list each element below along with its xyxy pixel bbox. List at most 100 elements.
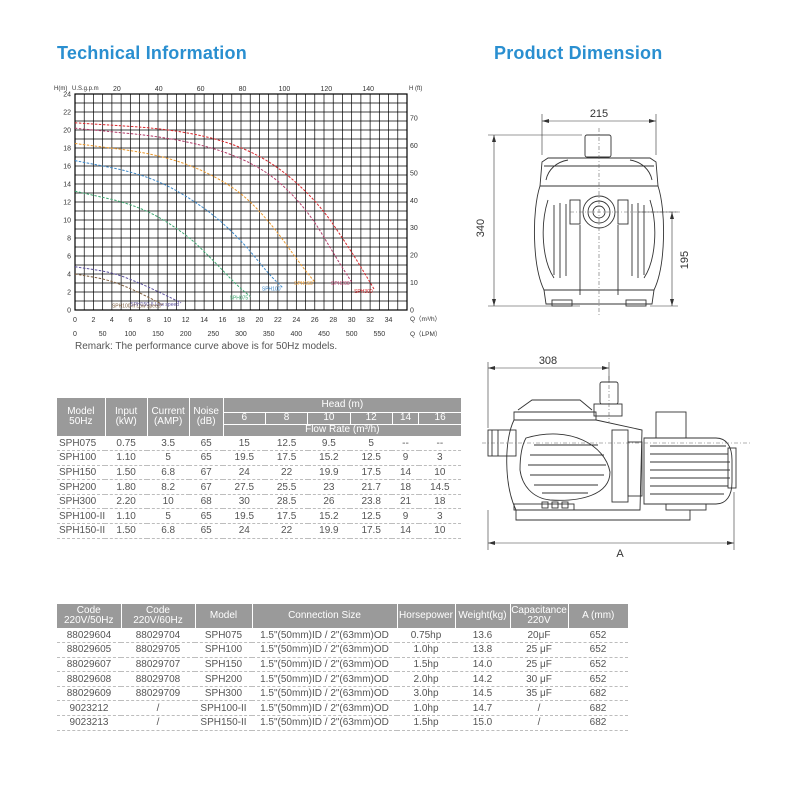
lpm-tick-label: 200 [180, 331, 192, 338]
series-line [74, 143, 316, 283]
cell-noise: 65 [189, 523, 224, 539]
cell-flow: 17.5 [350, 523, 393, 539]
cell-flow: 28.5 [265, 494, 308, 510]
cell-hp: 1.5hp [397, 657, 455, 673]
product-dimension-title: Product Dimension [494, 43, 663, 63]
cell-noise: 67 [189, 479, 224, 495]
cell-connection: 1.5"(50mm)ID / 2"(63mm)OD [252, 671, 397, 687]
col-input: Input (kW) [105, 398, 148, 436]
cell-model: SPH200 [57, 479, 106, 495]
cell-flow: 14.5 [418, 479, 461, 495]
series-line [74, 266, 182, 304]
x-axis-label-m3h: Q（m³/h） [410, 315, 441, 323]
pump-side-view [487, 381, 737, 521]
cell-model: SPH100-II [57, 508, 106, 525]
cell-flow: 26 [307, 494, 351, 510]
cell-flow: 15 [223, 436, 266, 452]
cell-flow: 10 [418, 523, 461, 539]
top-tick-label: 140 [362, 86, 374, 93]
cell-a: 652 [568, 642, 628, 658]
cell-code60: / [121, 700, 195, 717]
right-tick-label: 10 [410, 280, 418, 287]
cell-model: SPH075 [57, 436, 106, 452]
x-tick-label: 6 [128, 317, 132, 324]
col-weight: Weight(kg) [455, 604, 511, 628]
cell-flow: 23 [307, 479, 351, 495]
cell-current: 5 [147, 450, 190, 466]
x-tick-label: 30 [348, 317, 356, 324]
right-tick-label: 20 [410, 253, 418, 260]
cell-flow: 14 [392, 465, 419, 481]
cell-code60: 88029709 [121, 686, 195, 702]
col-code-50hz: Code 220V/50Hz [57, 604, 122, 628]
cell-code50: 88029605 [57, 642, 121, 658]
cell-a: 682 [568, 715, 628, 731]
col-model: Model 50Hz [57, 398, 106, 436]
cell-connection: 1.5"(50mm)ID / 2"(63mm)OD [252, 657, 397, 673]
technical-information-title: Technical Information [57, 43, 247, 63]
cell-flow: -- [392, 436, 419, 452]
cell-flow: 12.5 [350, 508, 393, 525]
cell-noise: 68 [189, 494, 224, 510]
top-tick-label: 120 [321, 86, 333, 93]
cell-connection: 1.5"(50mm)ID / 2"(63mm)OD [252, 642, 397, 658]
series-line [74, 273, 163, 306]
cell-flow: 9 [392, 450, 419, 466]
top-tick-label: 80 [239, 86, 247, 93]
cell-code60: 88029704 [121, 628, 195, 644]
series-line [74, 160, 283, 288]
cell-flow: 27.5 [223, 479, 266, 495]
cell-connection: 1.5"(50mm)ID / 2"(63mm)OD [252, 628, 397, 644]
cell-flow: 23.8 [350, 494, 393, 510]
cell-model: SPH300 [57, 494, 106, 510]
specification-table: Code 220V/50Hz Code 220V/60Hz Model Conn… [57, 604, 628, 731]
y-tick-label: 10 [63, 218, 71, 225]
lpm-tick-label: 150 [152, 331, 164, 338]
cell-flow: 12.5 [265, 436, 308, 452]
series-label: SPH100 [262, 287, 281, 293]
x-tick-label: 24 [292, 317, 300, 324]
y-tick-label: 24 [63, 92, 71, 99]
series-label: SPH200 [331, 281, 350, 287]
y-tick-label: 18 [63, 146, 71, 153]
head-value: 10 [307, 411, 351, 424]
x-tick-label: 28 [329, 317, 337, 324]
left-axis-label: H(m) [54, 86, 67, 92]
cell-flow: 14 [392, 523, 419, 539]
dim-front-height: 340 [475, 219, 487, 237]
x-tick-label: 12 [182, 317, 190, 324]
cell-flow: 21.7 [350, 479, 393, 495]
y-tick-label: 22 [63, 110, 71, 117]
dim-front-inlet-height: 195 [679, 251, 691, 269]
cell-current: 6.8 [147, 523, 190, 539]
cell-capacitance: 20μF [510, 628, 568, 644]
cell-flow: 5 [350, 436, 393, 452]
x-tick-label: 16 [219, 317, 227, 324]
y-tick-label: 8 [67, 236, 71, 243]
x-tick-label: 10 [163, 317, 171, 324]
cell-capacitance: / [510, 700, 568, 717]
top-tick-label: 20 [113, 86, 121, 93]
cell-flow: 17.5 [265, 508, 308, 525]
cell-current: 3.5 [147, 436, 190, 452]
right-tick-label: 60 [410, 143, 418, 150]
cell-model: SPH100-II [195, 700, 252, 717]
lpm-tick-label: 550 [373, 331, 385, 338]
cell-flow: 9.5 [307, 436, 351, 452]
right-tick-label: 70 [410, 115, 418, 122]
lpm-tick-label: 300 [235, 331, 247, 338]
chart-remark: Remark: The performance curve above is f… [75, 341, 338, 352]
x-tick-label: 18 [237, 317, 245, 324]
cell-code50: 88029607 [57, 657, 121, 673]
cell-hp: 0.75hp [397, 628, 455, 644]
cell-model: SPH075 [195, 628, 252, 644]
top-tick-label: 100 [279, 86, 291, 93]
y-tick-label: 12 [63, 200, 71, 207]
cell-flow: 19.5 [223, 450, 266, 466]
lpm-tick-label: 0 [73, 331, 77, 338]
